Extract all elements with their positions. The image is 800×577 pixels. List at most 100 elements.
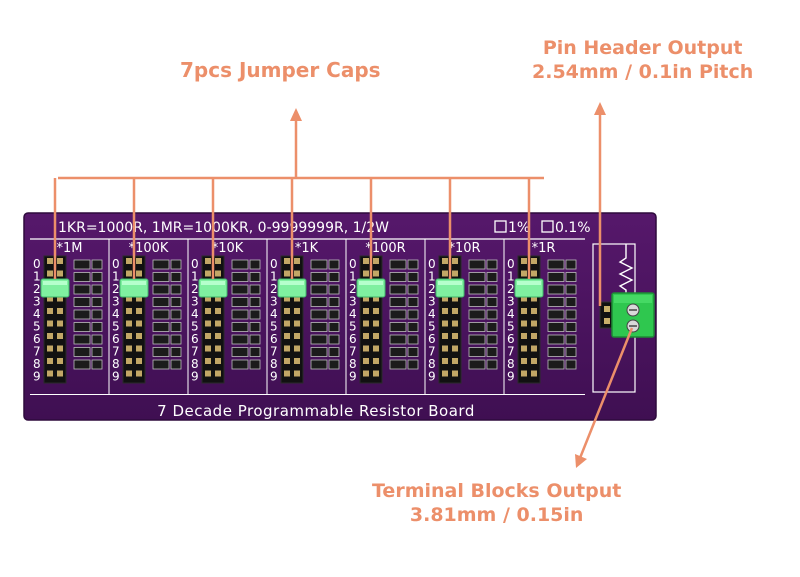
digit-label: 6: [349, 332, 357, 346]
digit-label: 7: [33, 345, 41, 359]
header-pin: [47, 370, 53, 377]
header-pin: [373, 270, 379, 277]
digit-label: 5: [191, 320, 199, 334]
header-pin: [284, 370, 290, 377]
smd-resistor: [249, 322, 261, 332]
header-pin: [531, 320, 537, 327]
smd-resistor: [170, 359, 182, 370]
header-pin: [294, 270, 300, 277]
header-pin: [284, 345, 290, 352]
header-pin: [57, 258, 63, 264]
header-pin: [442, 358, 448, 364]
header-pin: [284, 258, 290, 264]
digit-label: 7: [507, 345, 515, 359]
pin-header-callout-line: [594, 102, 606, 306]
header-pin: [521, 358, 527, 364]
jumper-cap-highlight: [359, 281, 383, 285]
digit-label: 8: [270, 357, 278, 371]
pin-header-output: [599, 301, 615, 329]
tolerance-2-text: 0.1%: [555, 220, 591, 236]
smd-resistor: [231, 347, 249, 357]
smd-resistor: [152, 359, 170, 370]
header-pin: [452, 345, 458, 352]
header-pin: [452, 308, 458, 314]
smd-resistor: [310, 347, 328, 357]
digit-label: 5: [349, 320, 357, 334]
smd-resistor: [389, 297, 407, 307]
tolerance-checkbox-2: [541, 220, 554, 233]
header-pin: [205, 295, 211, 302]
header-pin: [294, 308, 300, 314]
header-pin: [363, 258, 369, 264]
digit-label: 2: [33, 282, 41, 296]
smd-resistor: [152, 297, 170, 307]
jumper-caps-label: 7pcs Jumper Caps: [180, 58, 381, 83]
digit-label: 0: [507, 257, 515, 271]
decade-label: *1M: [57, 241, 83, 256]
smd-resistor: [249, 284, 261, 295]
smd-resistor: [468, 334, 486, 345]
smd-resistor: [407, 297, 419, 307]
smd-resistor: [389, 347, 407, 357]
smd-resistor: [231, 322, 249, 332]
header-pin: [47, 358, 53, 364]
digit-label: 5: [33, 320, 41, 334]
header-pin: [205, 258, 211, 264]
header-pin: [136, 345, 142, 352]
header-pin: [126, 345, 132, 352]
smd-resistor: [486, 259, 498, 270]
smd-resistor: [249, 334, 261, 345]
header-pin: [294, 333, 300, 339]
smd-resistor: [231, 272, 249, 282]
decade-label: *10R: [448, 241, 480, 256]
tolerance-checkbox-1: [494, 220, 507, 233]
header-pin: [452, 370, 458, 377]
header-pin: [205, 270, 211, 277]
header-pin: [442, 270, 448, 277]
smd-resistor: [547, 259, 565, 270]
smd-resistor: [486, 359, 498, 370]
smd-resistor: [249, 359, 261, 370]
smd-resistor: [310, 334, 328, 345]
smd-resistor: [152, 272, 170, 282]
header-pin: [215, 320, 221, 327]
smd-resistor: [170, 272, 182, 282]
smd-resistor: [328, 359, 340, 370]
smd-resistor: [547, 284, 565, 295]
header-pin: [294, 295, 300, 302]
header-pin: [136, 258, 142, 264]
jumper-cap-highlight: [280, 281, 304, 285]
smd-resistor: [231, 284, 249, 295]
smd-resistor: [152, 309, 170, 320]
smd-resistor: [389, 359, 407, 370]
smd-resistor: [249, 259, 261, 270]
smd-resistor: [73, 284, 91, 295]
header-pin: [452, 270, 458, 277]
smd-resistor: [310, 322, 328, 332]
header-pin: [47, 258, 53, 264]
digit-label: 2: [270, 282, 278, 296]
header-pin: [57, 345, 63, 352]
digit-label: 3: [191, 295, 199, 309]
digit-label: 5: [428, 320, 436, 334]
smd-resistor: [468, 297, 486, 307]
smd-resistor: [486, 322, 498, 332]
digit-label: 2: [428, 282, 436, 296]
header-pin: [531, 358, 537, 364]
header-pin: [531, 270, 537, 277]
header-pin: [531, 295, 537, 302]
jumper-caps-text: 7pcs Jumper Caps: [180, 58, 381, 82]
smd-resistor: [389, 284, 407, 295]
digit-label: 7: [428, 345, 436, 359]
header-pin: [57, 333, 63, 339]
digit-label: 5: [270, 320, 278, 334]
smd-resistor: [231, 359, 249, 370]
header-pin: [531, 370, 537, 377]
smd-resistor: [389, 272, 407, 282]
decade-label: *100R: [365, 241, 405, 256]
header-pin: [442, 308, 448, 314]
header-pin: [126, 370, 132, 377]
decade-label: *100K: [129, 241, 169, 256]
